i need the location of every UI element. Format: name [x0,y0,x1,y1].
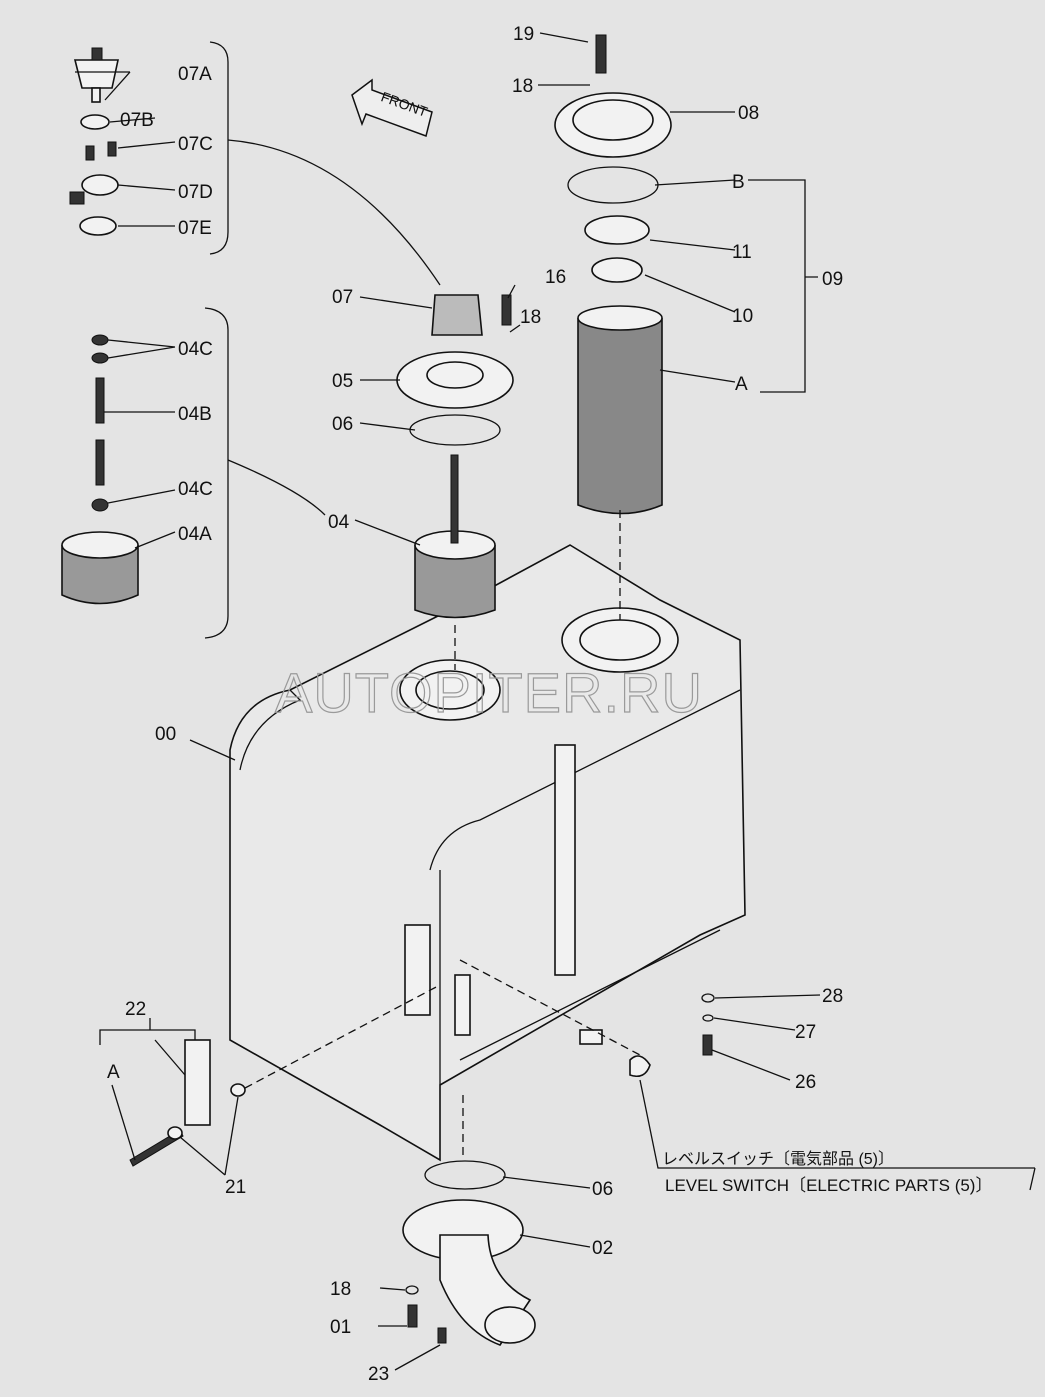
label-B: B [732,172,745,193]
filter-element-detail [61,334,139,605]
bracket-04 [204,307,229,639]
label-01: 01 [330,1317,351,1338]
label-22: 22 [125,999,146,1020]
label-06-lower: 06 [592,1179,613,1200]
label-00: 00 [155,724,176,745]
label-04B: 04B [178,404,212,425]
label-06: 06 [332,414,353,435]
label-18: 18 [512,76,533,97]
label-07C: 07C [178,134,213,155]
tank-body [229,544,746,1162]
level-switch-label-en: LEVEL SWITCH〔ELECTRIC PARTS (5)〕 [665,1176,992,1195]
label-07: 07 [332,287,353,308]
small-hardware [129,993,715,1344]
label-18b: 18 [520,307,541,328]
bracket-09 [748,179,818,393]
label-18-lower: 18 [330,1279,351,1300]
label-A: A [735,374,748,395]
label-27: 27 [795,1022,816,1043]
label-21: 21 [225,1177,246,1198]
label-23: 23 [368,1364,389,1385]
label-07D: 07D [178,182,213,203]
watermark: AUTOPITER.RU [275,661,703,724]
label-02: 02 [592,1238,613,1259]
leader-04-detail [227,459,326,516]
cap-assembly-detail [69,47,119,236]
label-11: 11 [732,242,752,263]
label-07B: 07B [120,110,154,131]
label-04C-lower: 04C [178,479,213,500]
suction-pipe-02 [402,1160,536,1346]
bracket-07 [209,41,229,255]
label-26: 26 [795,1072,816,1093]
leader-07-detail [227,139,441,286]
label-05: 05 [332,371,353,392]
label-10: 10 [732,306,753,327]
label-04: 04 [328,512,350,533]
label-19: 19 [513,24,534,45]
label-04C: 04C [178,339,213,360]
label-04A: 04A [178,524,212,545]
label-07E: 07E [178,218,212,239]
label-16: 16 [545,267,566,288]
bracket-22 [99,1018,196,1045]
front-arrow-icon: FRONT [351,78,433,137]
label-07A: 07A [178,64,212,85]
return-filter-09 [501,34,679,673]
filter-04 [399,454,501,721]
level-switch-label-jp: レベルスイッチ〔電気部品 (5)〕 [662,1150,894,1168]
label-A-bolt: A [107,1062,120,1083]
cover-05 [396,294,514,446]
label-09: 09 [822,269,843,290]
label-28: 28 [822,986,843,1007]
label-08: 08 [738,103,759,124]
